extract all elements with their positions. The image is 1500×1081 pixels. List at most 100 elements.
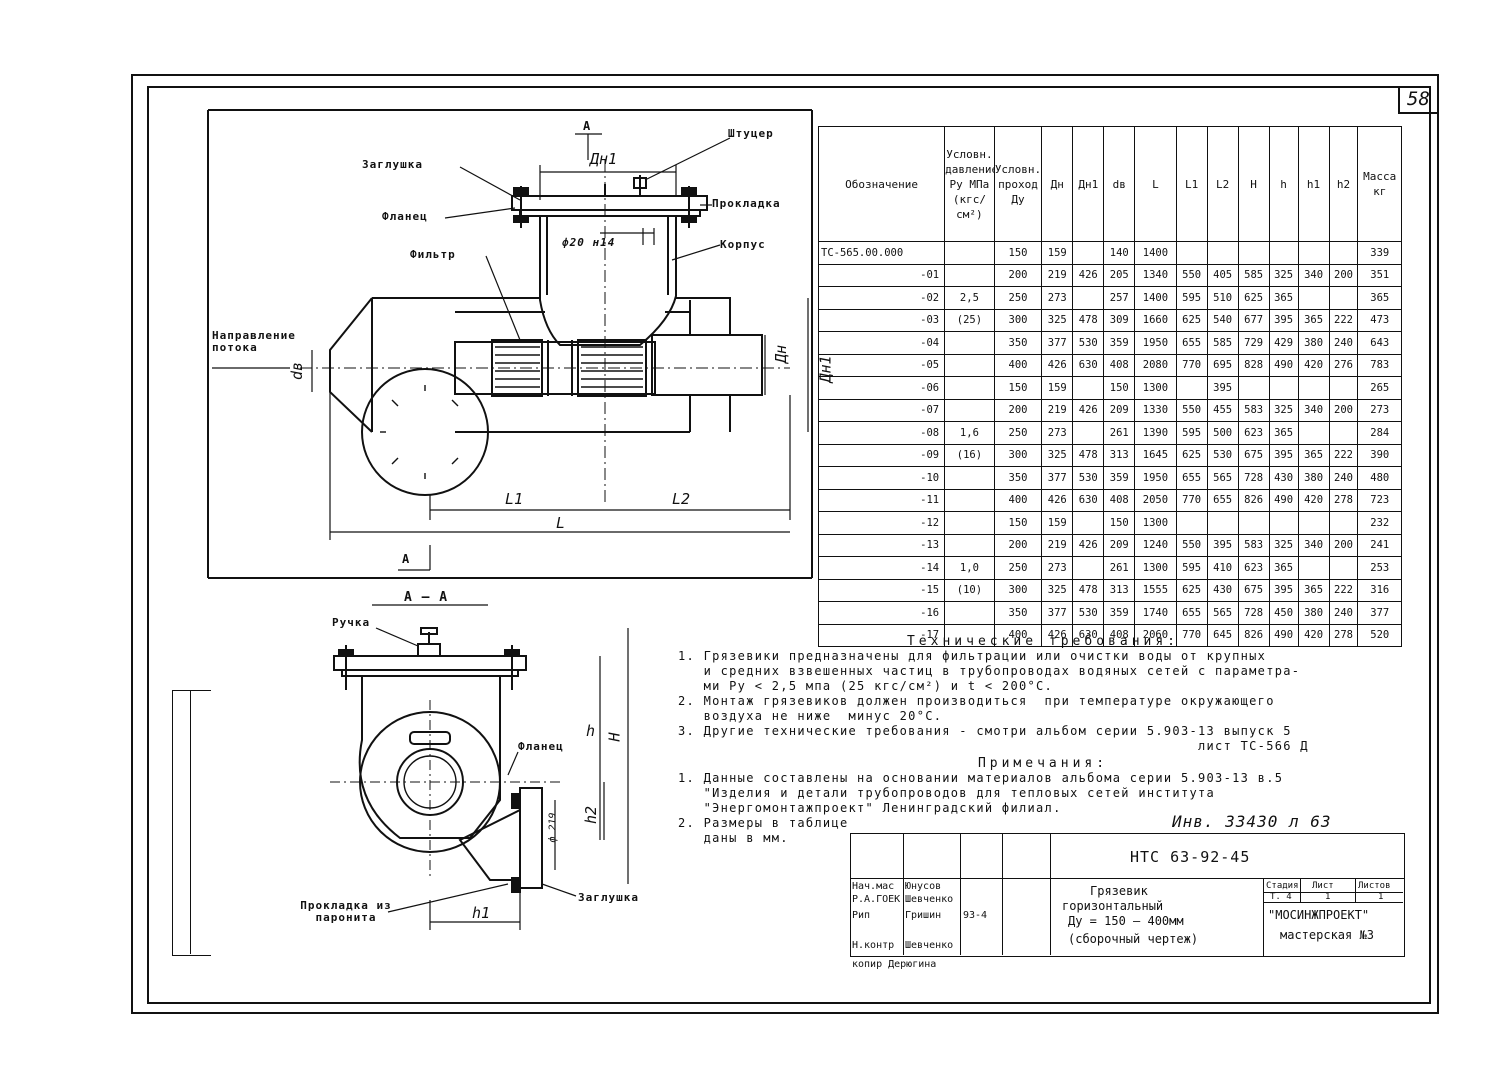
fitting-label: Штуцер — [728, 127, 774, 140]
table-header-cell: Обозначение — [817, 126, 946, 242]
table-cell: 395 — [1206, 376, 1239, 400]
table-cell — [1072, 556, 1105, 580]
signature-date: 93-4 — [963, 910, 988, 921]
table-cell — [1268, 511, 1299, 535]
table-cell: 426 — [1072, 398, 1105, 422]
table-cell: 1300 — [1134, 376, 1177, 400]
requirements-title: Технические требования: — [906, 634, 1179, 649]
table-cell: 550 — [1175, 263, 1208, 287]
title-line-3: Ду = 150 — 400мм — [1068, 914, 1184, 928]
table-cell: 241 — [1357, 533, 1402, 557]
table-cell: 655 — [1206, 488, 1239, 512]
table-cell: 300 — [993, 308, 1043, 332]
table-cell: 377 — [1357, 601, 1402, 625]
table-cell — [1175, 241, 1208, 265]
table-cell: 365 — [1268, 286, 1299, 310]
signature-role: Рип — [852, 910, 871, 921]
table-cell: 159 — [1041, 376, 1074, 400]
table-cell: 209 — [1103, 398, 1136, 422]
table-cell — [1297, 286, 1330, 310]
table-cell — [944, 601, 995, 625]
box-label: Корпус — [720, 238, 766, 251]
table-cell: 677 — [1237, 308, 1270, 332]
table-cell: 478 — [1072, 308, 1105, 332]
table-cell: 350 — [993, 601, 1043, 625]
table-cell: -04 — [817, 331, 946, 355]
title-line-4: (сборочный чертеж) — [1068, 932, 1199, 946]
table-cell: 340 — [1297, 398, 1330, 422]
note-line: 2. Размеры в таблице — [678, 816, 849, 830]
table-cell: 625 — [1175, 578, 1208, 602]
table-header-cell: L2 — [1206, 126, 1239, 242]
table-cell — [944, 241, 995, 265]
table-cell: 309 — [1103, 308, 1136, 332]
plug-label: Заглушка — [362, 158, 423, 171]
table-cell: 1555 — [1134, 578, 1177, 602]
plug2-label: Заглушка — [578, 891, 639, 904]
table-cell — [1328, 511, 1359, 535]
table-cell: 583 — [1237, 533, 1270, 557]
table-cell: -07 — [817, 398, 946, 422]
table-cell — [1297, 556, 1330, 580]
table-cell: 565 — [1206, 601, 1239, 625]
table-cell: 365 — [1297, 443, 1330, 467]
inner-frame — [147, 86, 1431, 1004]
copy-note: копир Дерюгина — [852, 959, 937, 970]
table-cell: 377 — [1041, 601, 1074, 625]
table-header-cell: h — [1268, 126, 1299, 242]
table-cell: 728 — [1237, 466, 1270, 490]
table-cell: 316 — [1357, 578, 1402, 602]
dim-h: h — [586, 722, 596, 740]
table-cell: 643 — [1357, 331, 1402, 355]
table-cell: 675 — [1237, 443, 1270, 467]
table-cell: 1340 — [1134, 263, 1177, 287]
table-cell: 380 — [1297, 601, 1330, 625]
table-cell: 400 — [993, 488, 1043, 512]
title-line-2: горизонтальный — [1062, 899, 1164, 913]
table-cell — [944, 376, 995, 400]
table-cell: 313 — [1103, 578, 1136, 602]
table-cell: 595 — [1175, 556, 1208, 580]
signature-role: Р.А.ГОЕК — [852, 894, 901, 905]
table-cell — [944, 331, 995, 355]
dim-dn1-top: Дн1 — [590, 150, 618, 168]
table-cell: 350 — [993, 331, 1043, 355]
table-cell: 1,0 — [944, 556, 995, 580]
gasket-label: Прокладка — [712, 197, 781, 210]
table-cell: 623 — [1237, 556, 1270, 580]
table-cell: 585 — [1237, 263, 1270, 287]
table-cell: 300 — [993, 578, 1043, 602]
table-cell: -16 — [817, 601, 946, 625]
table-cell: 595 — [1175, 286, 1208, 310]
table-header-cell: dв — [1103, 126, 1136, 242]
table-cell: 426 — [1041, 623, 1074, 647]
table-cell — [1206, 511, 1239, 535]
table-cell: 359 — [1103, 331, 1136, 355]
table-cell: (16) — [944, 443, 995, 467]
flange-label: Фланец — [382, 210, 428, 223]
table-cell: 219 — [1041, 263, 1074, 287]
strainer-drawing — [207, 109, 813, 579]
table-cell: 222 — [1328, 308, 1359, 332]
organization: "МОСИНЖПРОЕКТ" — [1268, 908, 1370, 922]
table-cell: 159 — [1041, 511, 1074, 535]
table-cell: 222 — [1328, 578, 1359, 602]
signature-name: Юнусов — [905, 881, 942, 892]
table-cell: 380 — [1297, 331, 1330, 355]
table-cell: 530 — [1072, 466, 1105, 490]
table-cell: 623 — [1237, 421, 1270, 445]
table-cell: 585 — [1206, 331, 1239, 355]
inventory-number: Инв. 33430 л 63 — [1172, 812, 1332, 831]
table-cell: 420 — [1297, 353, 1330, 377]
table-cell: -12 — [817, 511, 946, 535]
table-cell: 1740 — [1134, 601, 1177, 625]
table-cell: 828 — [1237, 353, 1270, 377]
table-cell: 426 — [1072, 533, 1105, 557]
